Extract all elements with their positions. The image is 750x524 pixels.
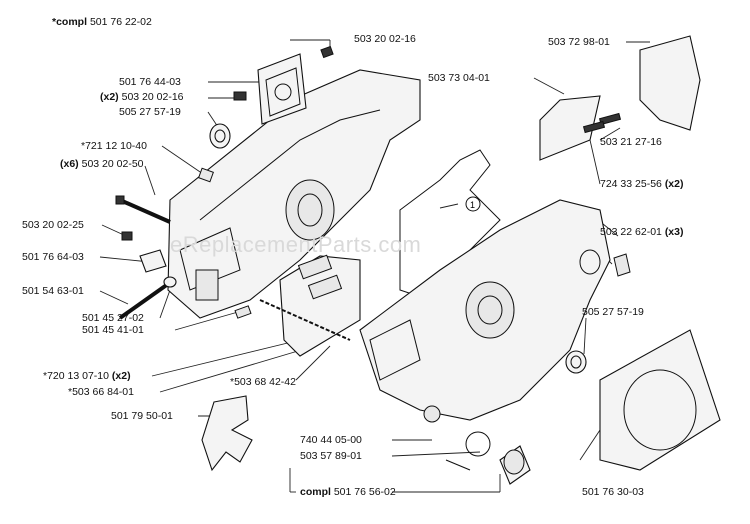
- part-number: *720 13 07-10: [43, 370, 109, 382]
- bumper-spike: [201, 395, 253, 472]
- part-label-503730401: 503 73 04-01: [428, 72, 490, 84]
- part-label-501764403: 501 76 44-03: [119, 76, 181, 88]
- qty-prefix: (x2): [100, 91, 119, 103]
- callout-1-label: 1: [470, 200, 475, 210]
- part-label-503578901: 503 57 89-01: [300, 450, 362, 462]
- air-guide-block: [257, 53, 307, 125]
- part-label-503200216-b: (x2) 503 20 02-16: [100, 91, 184, 103]
- part-label-505275719-a: 505 27 57-19: [119, 106, 181, 118]
- part-label-501452702: 501 45 27-02: [82, 312, 144, 324]
- compl-bottom-label: compl 501 76 56-02: [300, 486, 396, 498]
- part-label-501454101: 501 45 41-01: [82, 324, 144, 336]
- part-number: 501 76 56-02: [333, 486, 396, 498]
- left-crankcase: [167, 69, 421, 319]
- watermark: eReplacementParts.com: [170, 232, 422, 257]
- part-label-503668401: *503 66 84-01: [68, 386, 134, 398]
- part-label-503729801: 503 72 98-01: [548, 36, 610, 48]
- part-label-720130710: *720 13 07-10 (x2): [43, 370, 131, 382]
- part-number: 503 20 02-16: [121, 91, 184, 103]
- compl-prefix: compl: [300, 486, 331, 498]
- compl-prefix: *compl: [52, 16, 88, 28]
- qty-suffix: (x2): [111, 370, 131, 382]
- right-crankcase: [359, 199, 611, 423]
- part-label-503200225: 503 20 02-25: [22, 219, 84, 231]
- part-label-724332556: 724 33 25-56 (x2): [600, 178, 684, 190]
- part-number: 503 22 62-01: [600, 226, 662, 238]
- intake-studs: [259, 254, 361, 357]
- compl-top-label: *compl 501 76 22-02: [52, 16, 152, 28]
- part-label-503200250: (x6) 503 20 02-50: [60, 158, 144, 170]
- qty-prefix: (x6): [60, 158, 79, 170]
- qty-suffix: (x3): [664, 226, 684, 238]
- part-number: 501 76 22-02: [89, 16, 152, 28]
- part-label-740440500: 740 44 05-00: [300, 434, 362, 446]
- starter-housing: [599, 329, 721, 471]
- part-label-721121040: *721 12 10-40: [81, 140, 147, 152]
- part-label-503212716: 503 21 27-16: [600, 136, 662, 148]
- oil-tank-parts: [445, 350, 587, 485]
- part-label-503684242: *503 68 42-42: [230, 376, 296, 388]
- part-number: 503 20 02-50: [81, 158, 144, 170]
- part-label-501766403: 501 76 64-03: [22, 251, 84, 263]
- top-right-covers: [539, 35, 701, 277]
- part-label-503226201: 503 22 62-01 (x3): [600, 226, 684, 238]
- part-label-501546301: 501 54 63-01: [22, 285, 84, 297]
- qty-suffix: (x2): [664, 178, 684, 190]
- part-label-503200216-a: 503 20 02-16: [354, 33, 416, 45]
- part-label-501763003: 501 76 30-03: [582, 486, 644, 498]
- part-label-505275719-b: 505 27 57-19: [582, 306, 644, 318]
- part-label-501795001: 501 79 50-01: [111, 410, 173, 422]
- leader-lines: [99, 39, 650, 493]
- part-number: 724 33 25-56: [600, 178, 662, 190]
- screws-left: [115, 45, 334, 320]
